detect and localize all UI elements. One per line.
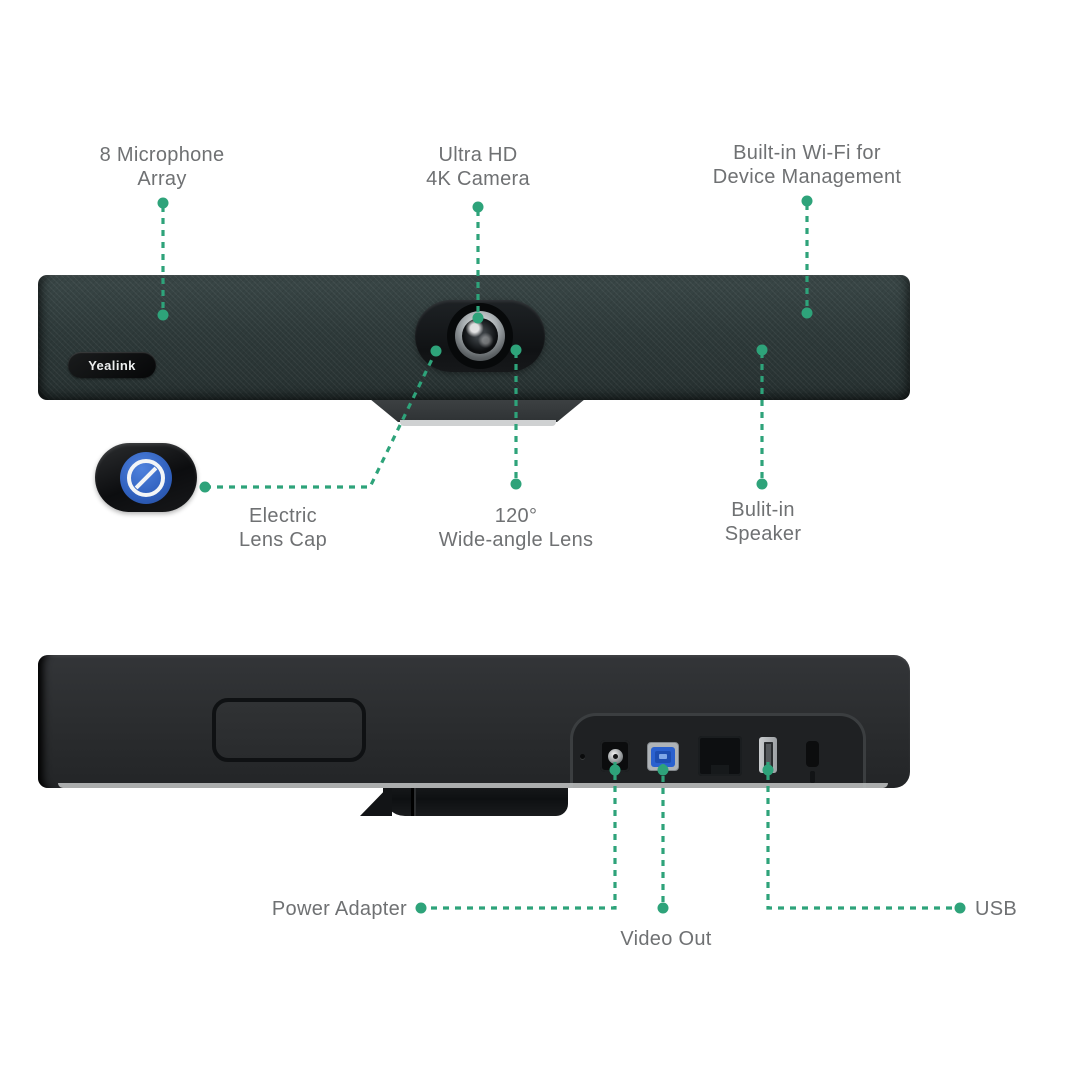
dot-mic-array-label xyxy=(157,197,169,209)
label-wifi: Built-in Wi-Fi for Device Management xyxy=(712,142,902,188)
label-mic-array: 8 Microphone Array xyxy=(99,144,225,190)
dot-wifi-device xyxy=(801,307,813,319)
electric-lens-cap-device xyxy=(95,443,197,512)
line-lens-cap xyxy=(205,350,438,489)
dot-usb-port xyxy=(762,764,774,776)
label-wide-angle: 120° Wide-angle Lens xyxy=(438,505,594,551)
ethernet-port xyxy=(698,736,742,776)
back-panel-recess-outline xyxy=(212,698,366,762)
dot-camera-device xyxy=(472,312,484,324)
usb-b-contact-tab xyxy=(659,754,667,759)
back-bar-bottom-edge xyxy=(58,783,888,788)
power-pin-center xyxy=(612,753,618,759)
dot-video-out-label xyxy=(657,902,669,914)
usb-a-port xyxy=(759,737,777,773)
dot-wide-angle-device xyxy=(510,344,522,356)
ethernet-clip-notch xyxy=(711,765,729,774)
camera-lens-metal-ring xyxy=(455,311,505,361)
line-power-adapter xyxy=(426,762,617,910)
brand-logo-badge: Yealink xyxy=(68,352,156,378)
label-camera: Ultra HD 4K Camera xyxy=(426,144,530,190)
dot-speaker-label xyxy=(756,478,768,490)
camera-housing xyxy=(415,300,545,372)
dot-usb-label xyxy=(954,902,966,914)
dot-speaker-device xyxy=(756,344,768,356)
front-stand-base xyxy=(400,420,556,426)
usb-b-inner xyxy=(651,746,675,767)
power-pin-ring xyxy=(607,748,623,764)
kensington-lock-slot xyxy=(806,741,819,767)
dot-lens-cap-device xyxy=(430,345,442,357)
lens-cap-blue-button xyxy=(120,451,172,504)
dot-mic-array-device xyxy=(157,309,169,321)
hinge-joint-highlight xyxy=(414,768,416,816)
dot-wifi-label xyxy=(801,195,813,207)
label-speaker: Bulit-in Speaker xyxy=(724,499,802,545)
reset-pinhole xyxy=(580,754,585,759)
label-power-adapter: Power Adapter xyxy=(271,898,407,920)
dot-power-label xyxy=(415,902,427,914)
label-usb: USB xyxy=(975,898,1018,920)
kensington-lock-notch xyxy=(810,771,815,783)
camera-lens-outer-ring xyxy=(447,303,513,369)
video-bar-back-view xyxy=(38,655,910,788)
dot-camera-label xyxy=(472,201,484,213)
usb-a-slot xyxy=(763,742,773,768)
dot-power-port xyxy=(609,764,621,776)
blocked-icon xyxy=(127,458,165,497)
camera-lens-glass xyxy=(462,318,498,354)
hinge-joint-line xyxy=(411,768,414,816)
line-usb xyxy=(766,762,955,910)
usb-b-core xyxy=(655,750,671,763)
front-stand-mount xyxy=(370,399,585,422)
dot-wide-angle-label xyxy=(510,478,522,490)
label-video-out: Video Out xyxy=(620,928,712,950)
dot-lens-cap-accessory xyxy=(199,481,211,493)
label-lens-cap: Electric Lens Cap xyxy=(238,505,328,551)
dot-video-out-port xyxy=(657,764,669,776)
brand-logo-text: Yealink xyxy=(88,357,136,373)
